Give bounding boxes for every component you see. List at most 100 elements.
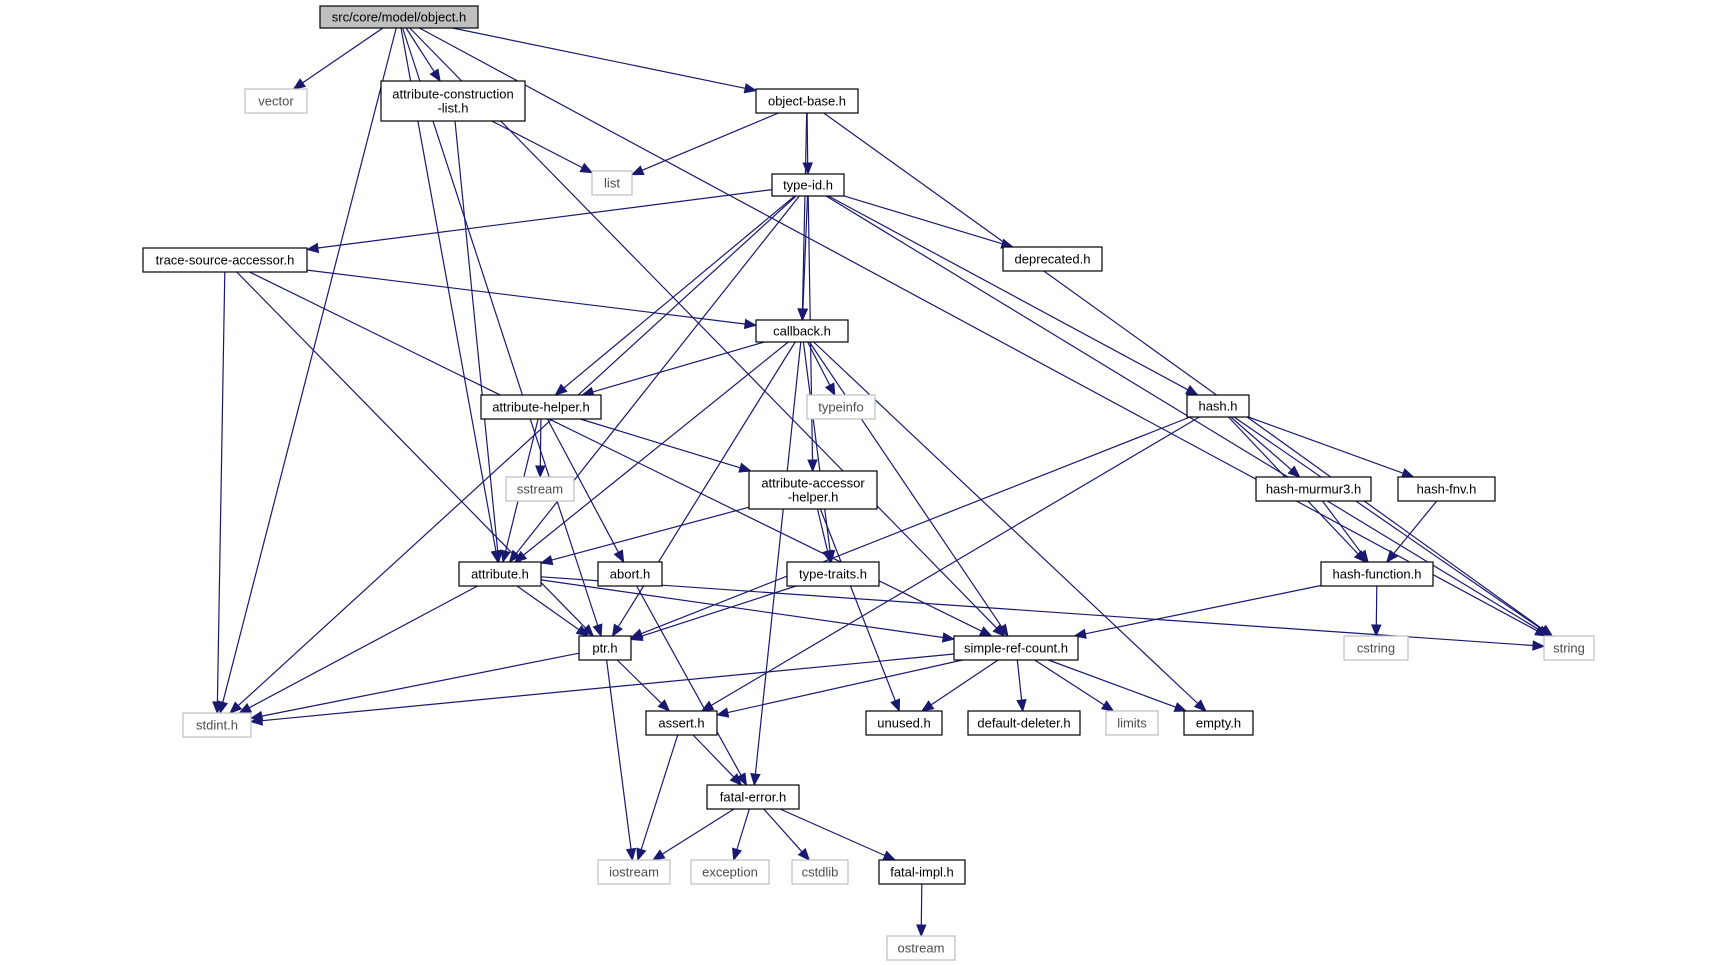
edge-trace_source_accessor_h-to-stdint_h bbox=[212, 271, 226, 715]
arrowhead-icon bbox=[429, 68, 441, 83]
arrowhead-icon bbox=[736, 772, 748, 787]
node-empty-h[interactable]: empty.h bbox=[1183, 710, 1254, 736]
node-assert-h[interactable]: assert.h bbox=[645, 710, 718, 736]
edge-object_h-to-ptr_h bbox=[402, 27, 603, 638]
node-object-h[interactable]: src/core/model/object.h bbox=[319, 5, 479, 29]
node-box bbox=[142, 247, 308, 273]
edge-fatal_error_h-to-iostream bbox=[651, 808, 735, 861]
edge-line bbox=[419, 27, 1538, 632]
node-type-traits-h[interactable]: type-traits.h bbox=[786, 561, 880, 587]
edge-line bbox=[1085, 584, 1322, 635]
arrowhead-icon bbox=[997, 623, 1009, 638]
node-label: callback.h bbox=[773, 324, 831, 339]
arrowhead-icon bbox=[978, 626, 993, 637]
edge-line bbox=[454, 120, 499, 552]
arrowhead-icon bbox=[630, 165, 645, 176]
edge-hash_function_h-to-simple_ref_count_h bbox=[1073, 584, 1322, 639]
node-simple-ref-count-h[interactable]: simple-ref-count.h bbox=[953, 635, 1079, 661]
edge-simple_ref_count_h-to-unused_h bbox=[920, 659, 999, 712]
edge-line bbox=[491, 120, 583, 169]
edge-object_base_h-to-string bbox=[823, 112, 1554, 637]
node-hash-murmur3-h[interactable]: hash-murmur3.h bbox=[1255, 476, 1372, 502]
node-box bbox=[1183, 710, 1254, 736]
node-deprecated-h[interactable]: deprecated.h bbox=[1002, 246, 1103, 272]
node-label: fatal-impl.h bbox=[890, 865, 954, 880]
arrowhead-icon bbox=[1287, 465, 1301, 478]
arrowhead-icon bbox=[535, 465, 546, 479]
node-attribute-accessor-helper-h[interactable]: attribute-accessor-helper.h bbox=[748, 470, 878, 510]
edge-attribute_h-to-simple_ref_count_h bbox=[540, 579, 956, 643]
node-callback-h[interactable]: callback.h bbox=[755, 319, 849, 343]
node-box bbox=[645, 710, 718, 736]
edge-line bbox=[1048, 659, 1177, 708]
edge-simple_ref_count_h-to-stdint_h bbox=[249, 653, 955, 726]
node-unused-h[interactable]: unused.h bbox=[865, 710, 943, 736]
edge-line bbox=[828, 195, 1189, 391]
edge-line bbox=[816, 508, 829, 552]
edge-line bbox=[802, 341, 831, 552]
node-fatal-error-h[interactable]: fatal-error.h bbox=[706, 784, 800, 810]
node-abort-h[interactable]: abort.h bbox=[597, 561, 663, 587]
arrowhead-icon bbox=[625, 847, 637, 862]
node-box bbox=[1543, 635, 1595, 661]
edge-line bbox=[823, 112, 1544, 631]
edge-line bbox=[661, 808, 735, 855]
node-typeinfo: typeinfo bbox=[806, 394, 876, 420]
edge-line bbox=[736, 808, 750, 850]
node-trace-source-accessor-h[interactable]: trace-source-accessor.h bbox=[142, 247, 308, 273]
arrowhead-icon bbox=[1173, 702, 1188, 712]
node-hash-function-h[interactable]: hash-function.h bbox=[1320, 561, 1434, 587]
node-exception: exception bbox=[690, 859, 770, 885]
edge-callback_h-to-attribute_h bbox=[513, 341, 789, 563]
arrowhead-icon bbox=[1185, 384, 1199, 396]
node-label: ptr.h bbox=[592, 641, 617, 656]
node-label: ostream bbox=[898, 941, 945, 956]
node-box bbox=[380, 80, 526, 122]
arrowhead-icon bbox=[802, 162, 813, 176]
edge-type_traits_h-to-ptr_h bbox=[629, 585, 797, 641]
node-attribute-construction-list-h[interactable]: attribute-construction-list.h bbox=[380, 80, 526, 122]
arrowhead-icon bbox=[1193, 699, 1207, 712]
edge-hash_function_h-to-cstring bbox=[1371, 585, 1382, 638]
arrowhead-icon bbox=[212, 701, 223, 715]
arrowhead-icon bbox=[1539, 625, 1553, 637]
edge-line bbox=[580, 418, 741, 469]
arrowhead-icon bbox=[890, 698, 901, 713]
node-ptr-h[interactable]: ptr.h bbox=[578, 635, 632, 661]
arrowhead-icon bbox=[611, 623, 623, 638]
arrowhead-icon bbox=[513, 550, 528, 563]
arrowhead-icon bbox=[229, 701, 243, 714]
edge-assert_h-to-iostream bbox=[636, 734, 679, 862]
node-label: assert.h bbox=[658, 716, 704, 731]
edge-hash_h-to-assert_h bbox=[700, 416, 1200, 712]
node-hash-h[interactable]: hash.h bbox=[1186, 394, 1250, 418]
arrowhead-icon bbox=[1532, 640, 1546, 651]
node-default-deleter-h[interactable]: default-deleter.h bbox=[967, 710, 1081, 736]
edge-type_id_h-to-attribute_helper_h bbox=[554, 195, 796, 396]
node-label: cstdlib bbox=[802, 865, 839, 880]
edge-assert_h-to-fatal_error_h bbox=[692, 734, 743, 786]
edge-ptr_h-to-iostream bbox=[606, 659, 637, 862]
node-fatal-impl-h[interactable]: fatal-impl.h bbox=[878, 859, 966, 885]
edge-callback_h-to-type_traits_h bbox=[802, 341, 836, 564]
node-box bbox=[953, 635, 1079, 661]
edge-object_h-to-vector bbox=[292, 27, 384, 90]
edge-line bbox=[920, 883, 923, 926]
edge-object_base_h-to-callback_h bbox=[797, 112, 808, 322]
arrowhead-icon bbox=[1385, 549, 1399, 564]
arrowhead-icon bbox=[651, 849, 666, 861]
node-attribute-helper-h[interactable]: attribute-helper.h bbox=[480, 394, 602, 420]
arrowhead-icon bbox=[1371, 624, 1382, 638]
node-hash-fnv-h[interactable]: hash-fnv.h bbox=[1397, 476, 1496, 502]
edge-line bbox=[452, 27, 746, 89]
edge-line bbox=[813, 341, 1199, 704]
node-object-base-h[interactable]: object-base.h bbox=[755, 88, 859, 114]
node-attribute-h[interactable]: attribute.h bbox=[458, 561, 542, 587]
node-box bbox=[319, 5, 479, 29]
node-label: type-traits.h bbox=[799, 567, 867, 582]
node-type-id-h[interactable]: type-id.h bbox=[771, 173, 845, 197]
arrowhead-icon bbox=[743, 83, 758, 94]
node-string: string bbox=[1543, 635, 1595, 661]
edge-type_id_h-to-stdint_h bbox=[229, 195, 797, 714]
